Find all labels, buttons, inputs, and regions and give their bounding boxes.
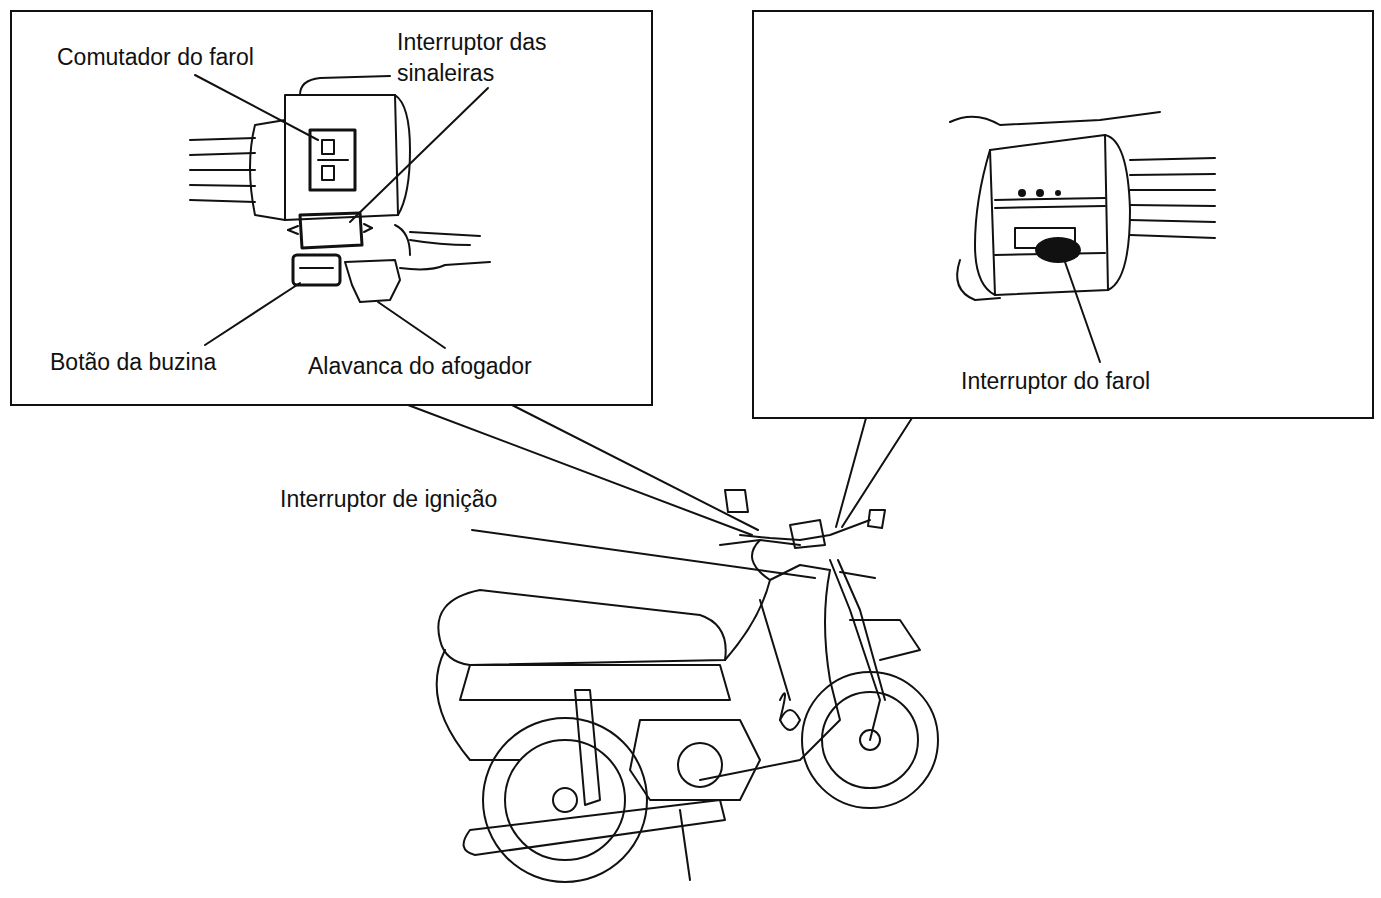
motorcycle-drawing (437, 490, 938, 882)
part-label: Comutador do farol (57, 42, 317, 73)
leader-line (195, 75, 488, 348)
part-label: Interruptor de ignição (280, 484, 600, 515)
part-label: Interruptor do farol (961, 366, 1241, 397)
left-switch-housing (190, 76, 490, 302)
callout-box: Comutador do farol Interruptor das sinale… (10, 10, 653, 406)
part-label: Interruptor das sinaleiras (397, 27, 607, 89)
leader-line (1065, 262, 1100, 362)
callout-box: Interruptor do farol (752, 10, 1374, 419)
right-switch-housing (950, 112, 1215, 300)
part-label: Alavanca do afogador (308, 351, 608, 382)
callout-tail (408, 405, 912, 535)
part-label: Botão da buzina (50, 347, 270, 378)
